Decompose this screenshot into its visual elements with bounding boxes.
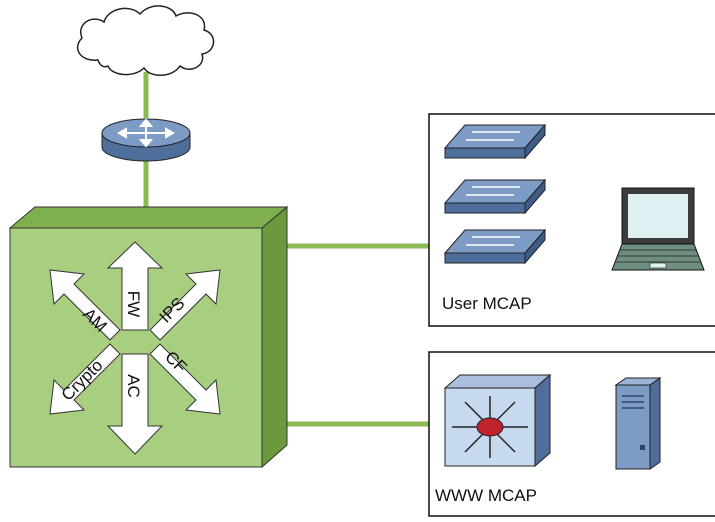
- arrow-fw: [106, 241, 164, 331]
- arrow-cf: [149, 343, 221, 415]
- box-top: [8, 206, 289, 229]
- arrow-ips: [149, 269, 221, 341]
- user-mcap-label: User MCAP: [442, 294, 532, 313]
- www-mcap-panel: [428, 351, 715, 517]
- arrow-am: [49, 269, 121, 341]
- label-ac: AC: [124, 374, 143, 398]
- laptop-icon: [611, 187, 705, 271]
- label-fw: FW: [124, 291, 143, 317]
- arrow-crypto: [49, 343, 121, 415]
- switch-icon: [443, 123, 547, 160]
- www-mcap-label: WWW MCAP: [435, 486, 537, 505]
- security-appliance: FW AC IPS AM CF Crypto: [8, 205, 289, 469]
- user-mcap-panel: [428, 113, 715, 327]
- router-icon: [101, 118, 191, 162]
- multilayer-switch-icon: [443, 373, 552, 468]
- switch-icon: [443, 228, 547, 265]
- box-side: [261, 205, 288, 469]
- server-tower-icon: [614, 377, 662, 470]
- arrow-ac: [106, 353, 164, 455]
- switch-icon: [443, 178, 547, 215]
- cloud-icon: [77, 5, 215, 76]
